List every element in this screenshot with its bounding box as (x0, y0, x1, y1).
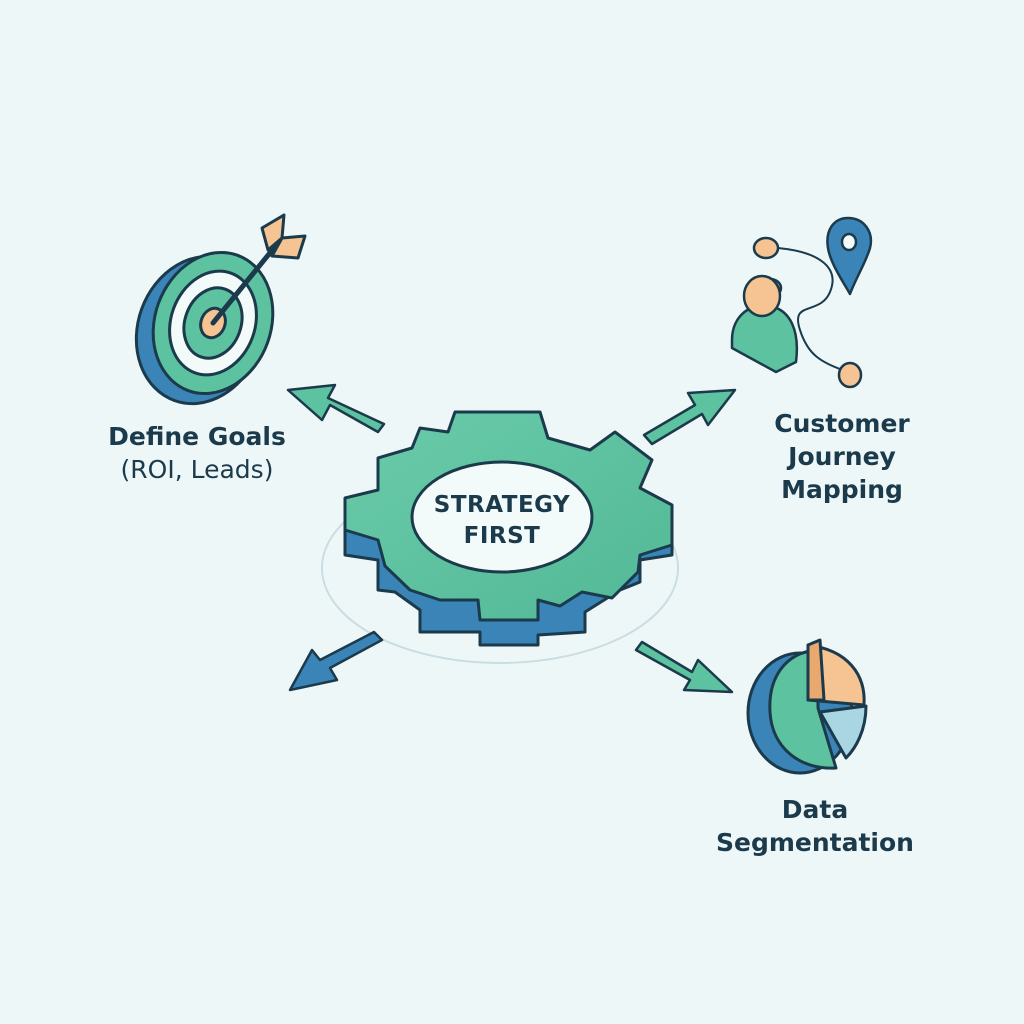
arrow-down-right (634, 640, 734, 694)
data-line1: Data (781, 795, 849, 824)
target-icon (134, 213, 307, 406)
define-goals-title: Define Goals (108, 422, 286, 451)
node-label-data-segmentation: Data Segmentation (690, 793, 940, 859)
node-label-define-goals: Define Goals (ROI, Leads) (82, 420, 312, 486)
arrow-down-left (288, 630, 384, 692)
data-line2: Segmentation (716, 828, 914, 857)
node-label-customer-journey: Customer Journey Mapping (722, 407, 962, 506)
journey-line1: Customer (774, 409, 910, 438)
arrow-up-left (286, 383, 386, 434)
center-label-line1: STRATEGY (434, 492, 570, 518)
gear-icon (343, 410, 674, 647)
journey-map-icon (730, 216, 873, 389)
pie-chart-icon (746, 638, 868, 775)
center-label-line2: FIRST (464, 523, 541, 549)
arrow-up-right (642, 388, 737, 446)
journey-line2: Journey (788, 442, 896, 471)
define-goals-subtitle: (ROI, Leads) (120, 455, 274, 484)
journey-line3: Mapping (781, 475, 903, 504)
